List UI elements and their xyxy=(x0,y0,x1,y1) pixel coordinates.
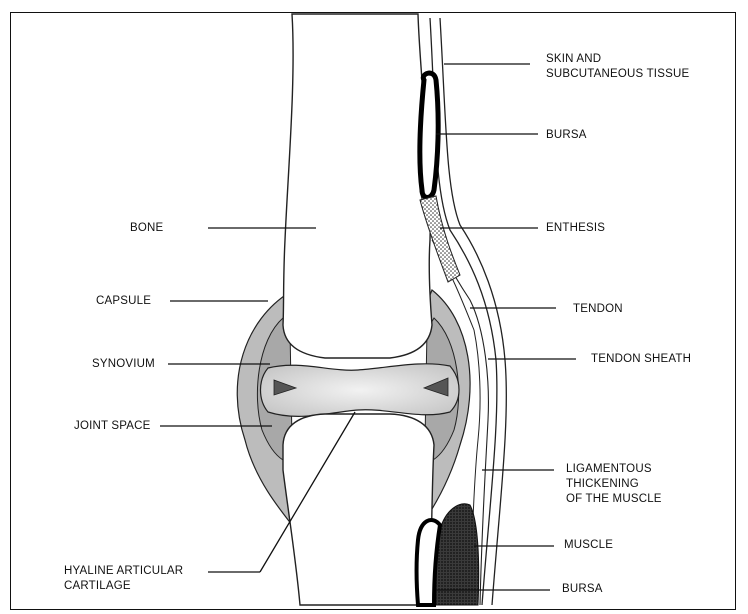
label-bone: BONE xyxy=(130,221,163,236)
label-tendon-sheath: TENDON SHEATH xyxy=(591,352,691,367)
label-bursa-top: BURSA xyxy=(546,128,587,143)
label-tendon: TENDON xyxy=(573,302,623,317)
label-capsule: CAPSULE xyxy=(96,294,151,309)
label-muscle: MUSCLE xyxy=(564,538,613,553)
bursa-top xyxy=(420,73,438,197)
upper-bone xyxy=(283,14,432,358)
label-joint-space: JOINT SPACE xyxy=(74,419,151,434)
lower-bone xyxy=(283,414,434,605)
label-enthesis: ENTHESIS xyxy=(546,221,605,236)
label-synovium: SYNOVIUM xyxy=(92,357,155,372)
label-ligamentous-thickening: LIGAMENTOUS THICKENING OF THE MUSCLE xyxy=(566,462,662,507)
label-hyaline-cartilage: HYALINE ARTICULAR CARTILAGE xyxy=(64,564,183,594)
label-skin-subcutaneous: SKIN AND SUBCUTANEOUS TISSUE xyxy=(546,52,689,82)
label-bursa-bottom: BURSA xyxy=(562,582,603,597)
